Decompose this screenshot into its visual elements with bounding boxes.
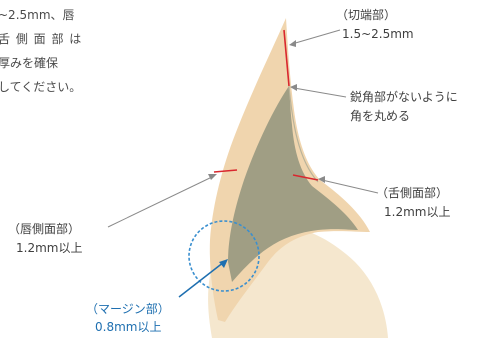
incisal-leader-arrowhead	[289, 40, 296, 47]
prepared-core-shape	[228, 86, 358, 282]
labial-value: 1.2mm以上	[16, 241, 83, 255]
margin-highlight-circle	[188, 220, 260, 292]
rounded-corner-note-line-2: 角を丸める	[350, 109, 411, 123]
intro-line-2: 舌 側 面 部 は	[0, 32, 83, 46]
margin-pointer-arrowhead	[219, 259, 228, 268]
rounded-corner-leader-arrowhead	[290, 84, 297, 91]
core-edge-highlight	[288, 85, 319, 183]
labial-leader-line	[107, 175, 215, 228]
intro-line-4: してください。	[0, 80, 82, 94]
intro-line-1: ~2.5mm、唇	[0, 8, 75, 22]
lingual-label: （舌側面部）	[376, 186, 449, 200]
rounded-corner-leader-line	[293, 87, 347, 98]
intro-line-3: 厚みを確保	[0, 56, 59, 70]
lingual-value: 1.2mm以上	[384, 205, 451, 219]
lingual-leader-line	[321, 179, 379, 194]
labial-measure-line	[213, 169, 238, 173]
labial-leader-arrowhead	[208, 174, 217, 180]
rounded-corner-note-line-1: 鋭角部がないように	[350, 90, 458, 104]
incisal-measure-line	[283, 29, 290, 87]
lingual-measure-line	[292, 174, 319, 181]
margin-pointer-line	[178, 261, 225, 298]
lingual-leader-arrowhead	[318, 176, 325, 183]
labial-label: （唇側面部）	[8, 222, 81, 236]
margin-label: （マージン部）	[86, 302, 170, 316]
margin-value: 0.8mm以上	[95, 320, 162, 334]
incisal-label: （切端部）	[336, 8, 397, 22]
incisal-value: 1.5~2.5mm	[342, 27, 414, 41]
incisal-leader-line	[291, 29, 341, 45]
